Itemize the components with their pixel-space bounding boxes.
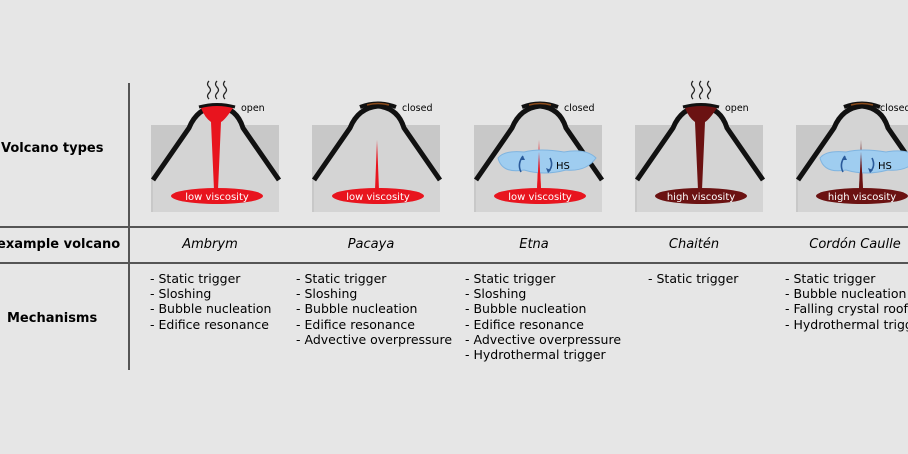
volcano-outline (312, 103, 443, 182)
arrow-head-icon (842, 156, 847, 160)
mechanism-item: - Bubble nucleation (150, 301, 272, 317)
steam-icon (222, 80, 228, 100)
mechanism-item: - Advective overpressure (296, 331, 453, 347)
steam-icon (690, 80, 696, 100)
mechanism-item: - Bubble nucleation (465, 301, 587, 317)
mechanism-item: - Edifice resonance (296, 316, 415, 332)
mechanism-item: - Advective overpressure (465, 331, 622, 347)
row-label-mechanisms: Mechanisms (7, 311, 98, 326)
magma-conduit (201, 104, 233, 190)
mechanism-item: - Static trigger (465, 271, 556, 286)
volcano-diagram-3: HS low viscosity closed (474, 101, 605, 212)
mechanism-item: - Edifice resonance (150, 316, 269, 332)
vent-state-label: open (241, 103, 265, 114)
magma-chamber (655, 188, 747, 204)
mechanism-item: - Sloshing (465, 286, 527, 302)
mechanism-item: - Sloshing (150, 286, 212, 302)
mechanism-item: - Edifice resonance (465, 316, 584, 332)
viscosity-label: high viscosity (667, 192, 735, 203)
mechanism-item: - Bubble nucleation (296, 301, 418, 317)
example-ambrym: Ambrym (182, 237, 238, 252)
row-label-volcano-types: Volcano types (1, 141, 104, 156)
viscosity-label: high viscosity (828, 192, 896, 203)
mechanism-item: - Static trigger (296, 271, 387, 286)
table-divider-bottom (0, 262, 908, 264)
volcano-outline (796, 103, 908, 182)
example-cordon-caulle: Cordón Caulle (809, 237, 901, 252)
arrow-head-icon (868, 168, 873, 173)
vent-state-label: closed (880, 103, 908, 114)
example-chaiten: Chaitén (668, 237, 720, 252)
plug-line (850, 102, 874, 106)
hydrothermal-label: HS (556, 161, 570, 172)
magma-conduit (375, 140, 379, 190)
magma-chamber (494, 188, 586, 204)
viscosity-label: low viscosity (508, 192, 572, 203)
mechanism-item: - Static trigger (785, 271, 876, 286)
mechanism-item: - Falling crystal roof (785, 301, 908, 317)
volcano-diagram-2: low viscosity closed (312, 101, 443, 212)
arrow-head-icon (546, 168, 551, 173)
steam-icon (698, 80, 704, 100)
magma-conduit-deep (537, 152, 541, 190)
mechanism-item: - Static trigger (150, 271, 241, 286)
magma-chamber (816, 188, 908, 204)
volcano-diagram-5: HS high viscosity closed (796, 101, 908, 212)
vent-state-label: closed (564, 103, 595, 114)
vent-state-label: closed (402, 103, 433, 114)
magma-conduit (685, 104, 717, 190)
magma-chamber (171, 188, 263, 204)
mechanism-list-ambrym: - Static trigger- Sloshing- Bubble nucle… (150, 271, 271, 332)
crater-rim (198, 103, 236, 109)
row-label-example-volcano: example volcano (0, 237, 121, 252)
hydrothermal-system (819, 149, 908, 174)
mechanism-item: - Static trigger (648, 271, 739, 286)
mechanism-item: - Bubble nucleation (785, 286, 907, 302)
example-etna: Etna (519, 237, 549, 252)
example-pacaya: Pacaya (347, 237, 395, 252)
plug-line (366, 102, 390, 106)
magma-conduit-deep (859, 152, 863, 190)
volcano-diagram-1: low viscosity open (151, 80, 282, 212)
mechanism-item: - Sloshing (296, 286, 358, 302)
magma-chamber (332, 188, 424, 204)
mechanism-list-pacaya: - Static trigger- Sloshing- Bubble nucle… (296, 271, 452, 347)
crater-rim (682, 103, 720, 109)
steam-icon (214, 80, 220, 100)
viscosity-label: low viscosity (185, 192, 249, 203)
hydrothermal-label: HS (878, 161, 892, 172)
viscosity-label: low viscosity (346, 192, 410, 203)
steam-icon (206, 80, 212, 100)
mechanism-item: - Hydrothermal trigger (785, 316, 908, 332)
volcano-outline (474, 103, 605, 182)
mechanism-list-etna: - Static trigger- Sloshing- Bubble nucle… (465, 271, 621, 362)
mechanism-list-chaiten: - Static trigger (648, 271, 738, 286)
mechanism-item: - Hydrothermal trigger (465, 347, 606, 363)
steam-icon (706, 80, 712, 100)
arrow-head-icon (520, 156, 525, 160)
mechanism-list-cordon-caulle: - Static trigger- Bubble nucleation- Fal… (785, 271, 908, 332)
vent-state-label: open (725, 103, 749, 114)
table-divider-top (0, 226, 908, 228)
volcano-diagram-4: high viscosity open (635, 80, 766, 212)
plug-line (528, 102, 552, 106)
